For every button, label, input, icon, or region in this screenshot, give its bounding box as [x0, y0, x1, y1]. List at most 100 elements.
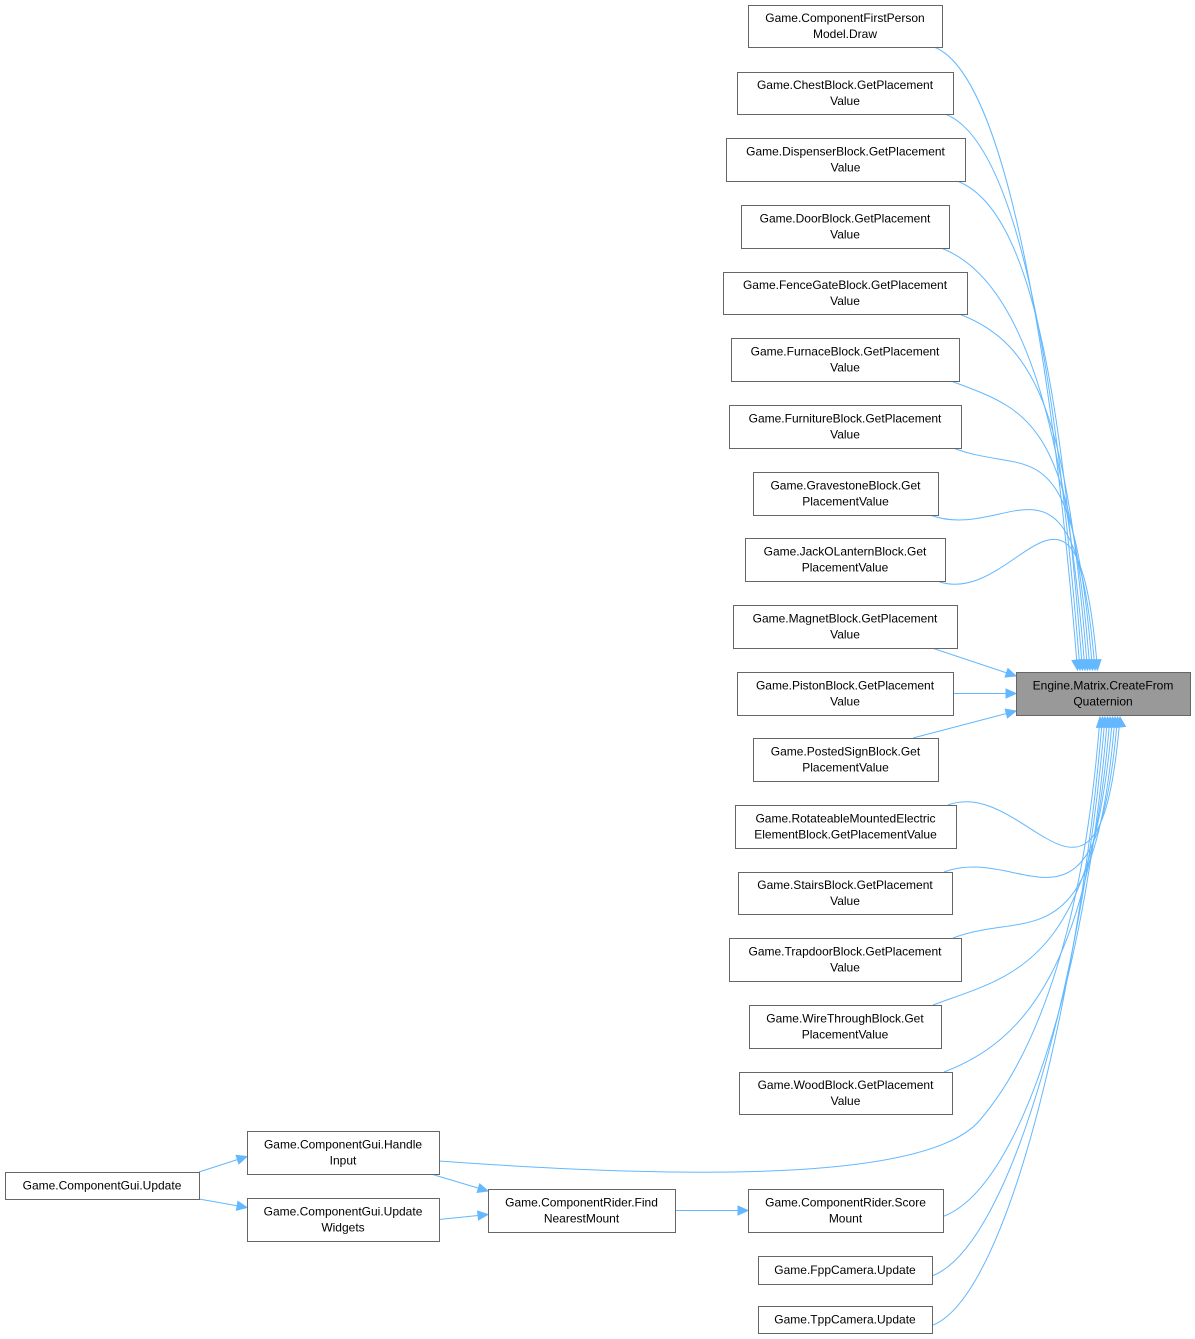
caller-node-a16[interactable]: Game.WireThroughBlock.GetPlacementValue [749, 1005, 942, 1049]
node-box [5, 1172, 200, 1200]
edges [198, 46, 1127, 1326]
caller-node-a10[interactable]: Game.MagnetBlock.GetPlacementValue [733, 605, 958, 649]
caller-node-a14[interactable]: Game.StairsBlock.GetPlacementValue [738, 872, 953, 915]
edge-a17-to-target [943, 716, 1111, 1073]
node-label-line: Value [830, 695, 860, 709]
node-label-line: PlacementValue [802, 561, 889, 575]
node-label-line: Game.FurnaceBlock.GetPlacement [751, 345, 940, 359]
edge-b1-to-a18-arrowhead [737, 1205, 750, 1216]
node-label-line: Game.StairsBlock.GetPlacement [757, 878, 933, 892]
caller-node-d1[interactable]: Game.ComponentGui.Update [5, 1172, 200, 1200]
node-label-line: Game.FenceGateBlock.GetPlacement [743, 278, 948, 292]
node-box [748, 5, 943, 48]
node-label-line: Game.PostedSignBlock.Get [771, 745, 921, 759]
edge-a11-to-target-arrowhead [1005, 688, 1018, 699]
edge-a3-to-target [956, 180, 1083, 671]
node-box [753, 738, 939, 782]
caller-node-a17[interactable]: Game.WoodBlock.GetPlacementValue [739, 1072, 953, 1115]
node-label-line: Value [830, 628, 860, 642]
nodes: Engine.Matrix.CreateFromQuaternionGame.C… [5, 5, 1191, 1334]
node-label-line: Value [831, 161, 861, 175]
edge-d1-to-c2-arrowhead [235, 1200, 249, 1211]
node-label-line: ElementBlock.GetPlacementValue [754, 828, 937, 842]
node-box [729, 938, 962, 982]
edge-a1-to-target [933, 46, 1078, 671]
node-box [726, 138, 966, 182]
node-box [737, 672, 954, 716]
caller-node-a13[interactable]: Game.RotateableMountedElectricElementBlo… [735, 805, 957, 849]
node-box [738, 872, 953, 915]
node-label-line: Quaternion [1073, 695, 1132, 709]
edge-a8-to-target [929, 509, 1096, 671]
edge-a16-to-target [932, 716, 1113, 1006]
node-label-line: Game.TrapdoorBlock.GetPlacement [749, 945, 943, 959]
edge-a14-to-target [943, 716, 1118, 878]
node-label-line: Mount [829, 1212, 863, 1226]
node-label-line: Widgets [321, 1221, 364, 1235]
node-box [733, 605, 958, 649]
caller-node-a7[interactable]: Game.FurnitureBlock.GetPlacementValue [729, 405, 962, 449]
node-label-line: PlacementValue [802, 495, 889, 509]
node-box [741, 205, 950, 249]
edge-a20-to-target [931, 716, 1103, 1326]
node-label-line: Game.GravestoneBlock.Get [770, 479, 921, 493]
node-label-line: Game.MagnetBlock.GetPlacement [753, 612, 938, 626]
node-box [488, 1189, 676, 1233]
edge-a6-to-target [950, 380, 1091, 671]
caller-node-a2[interactable]: Game.ChestBlock.GetPlacementValue [737, 72, 954, 115]
edge-a9-to-target-arrowhead [1091, 659, 1102, 672]
node-label-line: Engine.Matrix.CreateFrom [1033, 679, 1174, 693]
node-label-line: Value [830, 894, 860, 908]
node-label-line: Game.TppCamera.Update [774, 1313, 916, 1327]
node-label-line: PlacementValue [802, 1028, 889, 1042]
edge-a19-to-target [931, 716, 1106, 1277]
node-label-line: Game.ComponentGui.Handle [264, 1138, 422, 1152]
node-label-line: Game.ComponentFirstPerson [765, 11, 924, 25]
node-label-line: Value [831, 1094, 861, 1108]
node-box [749, 1005, 942, 1049]
edge-a13-to-target [947, 716, 1121, 848]
node-box [729, 405, 962, 449]
caller-node-a3[interactable]: Game.DispenserBlock.GetPlacementValue [726, 138, 966, 182]
caller-node-a19[interactable]: Game.FppCamera.Update [758, 1256, 933, 1285]
caller-node-a11[interactable]: Game.PistonBlock.GetPlacementValue [737, 672, 954, 716]
node-label-line: Game.FppCamera.Update [774, 1263, 916, 1277]
caller-node-a5[interactable]: Game.FenceGateBlock.GetPlacementValue [723, 272, 968, 315]
caller-node-a8[interactable]: Game.GravestoneBlock.GetPlacementValue [753, 472, 939, 516]
edge-c2-to-b1-arrowhead [477, 1210, 490, 1221]
node-label-line: Game.DoorBlock.GetPlacement [760, 212, 931, 226]
edge-a18-to-target [942, 716, 1108, 1217]
caller-node-a20[interactable]: Game.TppCamera.Update [758, 1306, 933, 1334]
edge-a2-to-target [944, 113, 1081, 671]
node-label-line: NearestMount [544, 1212, 620, 1226]
edge-d1-to-c1-arrowhead [235, 1154, 249, 1165]
edge-c1-to-target-arrowhead [1095, 715, 1107, 728]
edge-a10-to-target [931, 647, 1017, 677]
node-box [758, 1306, 933, 1334]
node-box [247, 1131, 440, 1175]
node-box [739, 1072, 953, 1115]
caller-node-a12[interactable]: Game.PostedSignBlock.GetPlacementValue [753, 738, 939, 782]
caller-node-a15[interactable]: Game.TrapdoorBlock.GetPlacementValue [729, 938, 962, 982]
node-box [1016, 672, 1191, 716]
node-box [735, 805, 957, 849]
node-label-line: Game.DispenserBlock.GetPlacement [746, 145, 945, 159]
edge-a7-to-target [952, 447, 1093, 671]
edge-a9-to-target [936, 538, 1098, 671]
node-label-line: Value [830, 361, 860, 375]
edge-c1-to-target [438, 716, 1101, 1173]
caller-node-a4[interactable]: Game.DoorBlock.GetPlacementValue [741, 205, 950, 249]
caller-node-a6[interactable]: Game.FurnaceBlock.GetPlacementValue [731, 338, 960, 382]
caller-node-a9[interactable]: Game.JackOLanternBlock.GetPlacementValue [745, 538, 946, 582]
node-label-line: Game.RotateableMountedElectric [755, 812, 935, 826]
node-label-line: Value [830, 294, 860, 308]
node-label-line: Game.FurnitureBlock.GetPlacement [749, 412, 942, 426]
node-label-line: Game.WireThroughBlock.Get [766, 1012, 924, 1026]
